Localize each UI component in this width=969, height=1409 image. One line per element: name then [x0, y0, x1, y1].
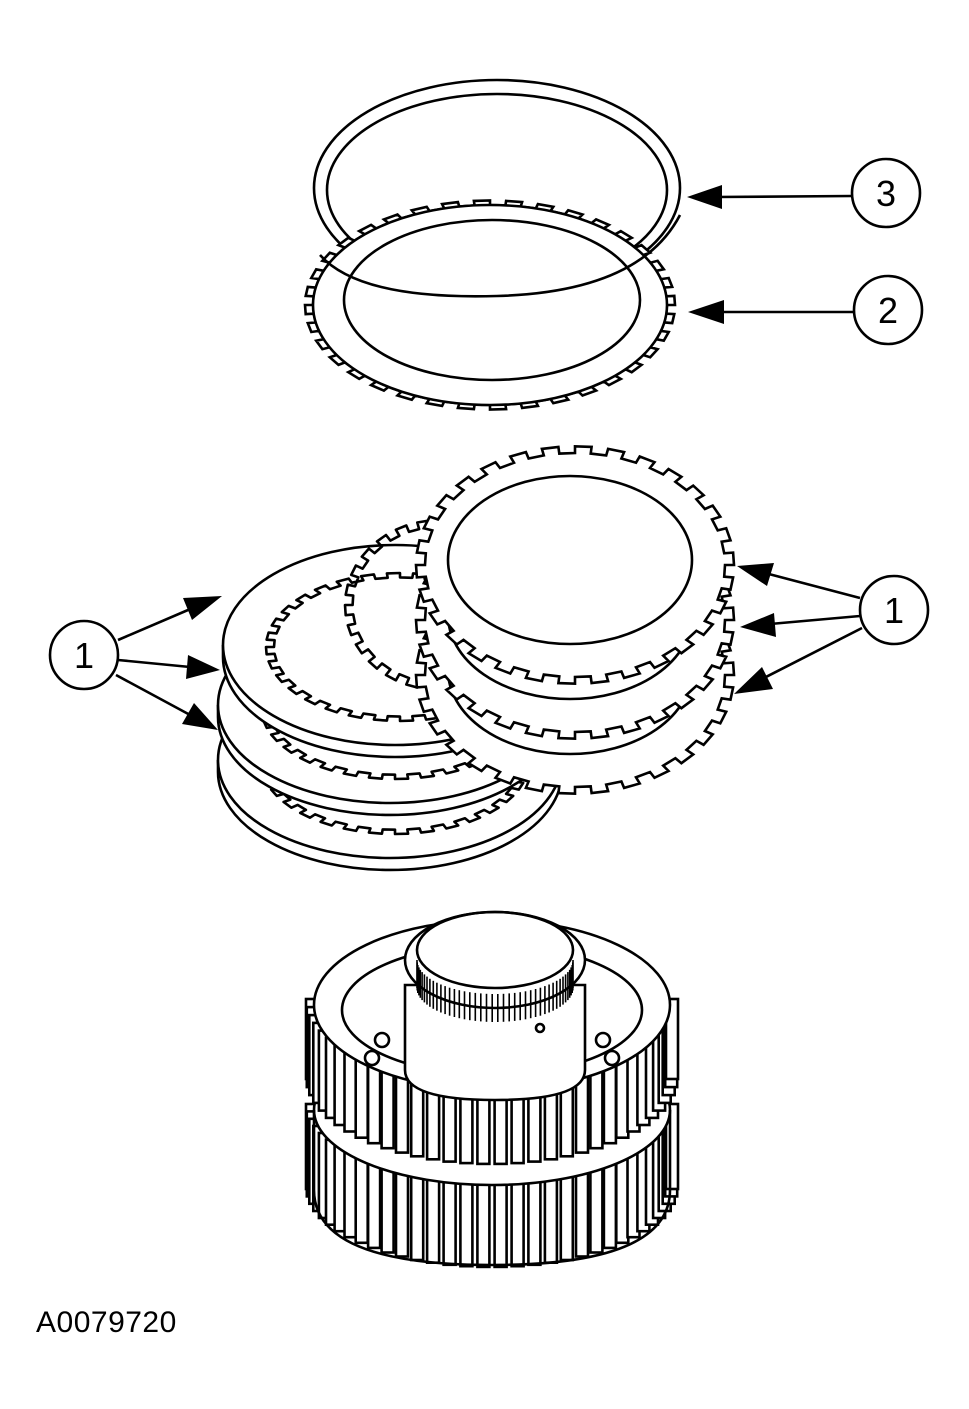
- steel-plate-3: [414, 444, 736, 686]
- hub-upper-tooth-9: [354, 1056, 370, 1139]
- svg-text:3: 3: [876, 173, 896, 214]
- callout-1-left: 1: [48, 596, 222, 730]
- hub-lower-tooth-25: [602, 1161, 618, 1250]
- hub-lower-tooth-14: [425, 1176, 441, 1264]
- hub-lower-tooth-9: [354, 1156, 370, 1245]
- hub-lower-tooth-22: [559, 1173, 575, 1262]
- pressure-plate: [303, 199, 682, 411]
- hub-lower-tooth-10: [366, 1161, 382, 1250]
- hub-lower-tooth-12: [394, 1170, 410, 1258]
- callout-1-right: 1: [734, 563, 930, 694]
- hub-lower-tooth-15: [442, 1178, 457, 1267]
- steel-plate-stack: [414, 444, 736, 796]
- hub-lower-tooth-23: [574, 1170, 590, 1258]
- clutch-hub: [304, 910, 680, 1269]
- hub-upper-tooth-11: [380, 1066, 395, 1150]
- callout-3: 3: [687, 157, 922, 229]
- hub-upper-tooth-24: [589, 1066, 604, 1150]
- hub-lower-tooth-24: [589, 1166, 604, 1254]
- hub-upper-tooth-10: [366, 1061, 382, 1145]
- hub-upper-tooth-25: [602, 1061, 618, 1145]
- hub-lower-tooth-20: [527, 1178, 542, 1267]
- hub-lower-tooth-17: [476, 1180, 491, 1269]
- svg-text:2: 2: [878, 290, 898, 331]
- figure-id-label: A0079720: [36, 1306, 177, 1339]
- hub-upper-tooth-34: [664, 997, 680, 1081]
- hub-lower-tooth-21: [543, 1176, 559, 1264]
- callout-2: 2: [688, 274, 924, 346]
- hub-upper-tooth-12: [394, 1071, 410, 1154]
- hub-lower-tooth-13: [409, 1173, 425, 1262]
- hub-lower-tooth-11: [380, 1166, 395, 1254]
- hub-lower-tooth-18: [493, 1180, 508, 1269]
- svg-text:1: 1: [884, 590, 904, 631]
- hub-lower-tooth-16: [459, 1179, 474, 1268]
- svg-text:1: 1: [74, 635, 94, 676]
- steel-plate-inner-3: [446, 474, 694, 646]
- hub-lower-tooth-19: [510, 1179, 525, 1268]
